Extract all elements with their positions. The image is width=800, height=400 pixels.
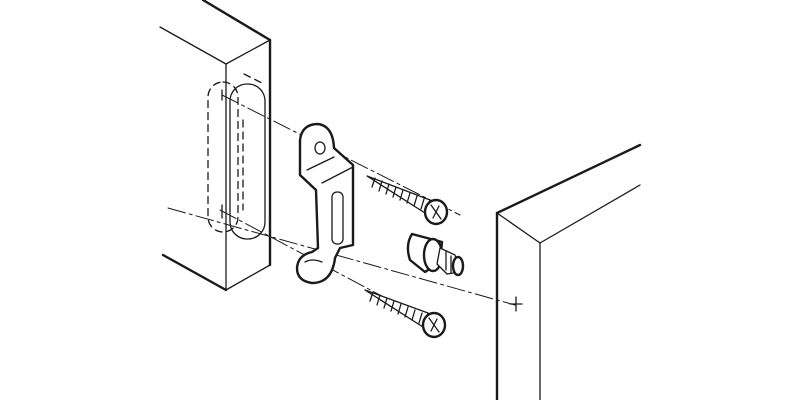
connector-bracket (295, 122, 355, 285)
upper-screw (366, 175, 449, 226)
lower-screw (364, 289, 447, 339)
right-panel (495, 143, 642, 400)
left-panel (159, 0, 272, 292)
threaded-dowel (406, 232, 465, 277)
